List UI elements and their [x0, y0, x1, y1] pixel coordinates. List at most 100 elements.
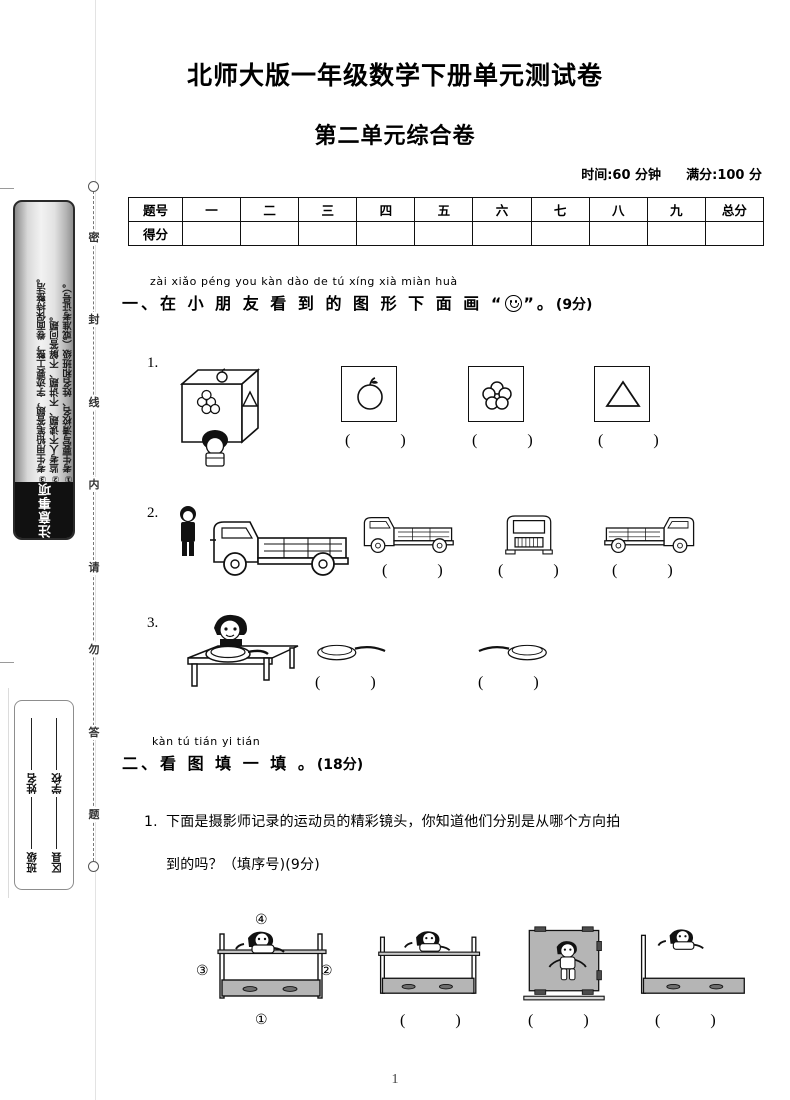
score-cell[interactable] [414, 221, 474, 246]
option-high-jump-other-side-view[interactable] [636, 928, 748, 1008]
option-triangle-in-square[interactable] [594, 366, 650, 422]
seal-char: 勿 [88, 642, 100, 658]
marker-4: ④ [255, 913, 268, 928]
info-blank-school[interactable] [56, 718, 57, 770]
section-2-points: (18分) [316, 757, 364, 773]
score-table: 题号 一 二 三 四 五 六 七 八 九 总分 得分 [128, 197, 765, 246]
high-jump-scene-illustration [217, 931, 327, 999]
exam-notes-list: ①考生要写清校名、姓名和班级（或准考证号）。 ②监考人不读题、不讲题、不解答问题… [15, 206, 75, 488]
question-3-number: 3. [147, 615, 159, 631]
table-row-scores: 得分 [128, 221, 765, 246]
answer-blank-2-1[interactable]: ( ) [382, 562, 457, 579]
score-table-col-1: 一 [181, 197, 242, 222]
student-info-rows: 区县 学校 班级 姓名 [19, 705, 69, 885]
section-2-number: 二、 [122, 754, 161, 773]
page-edge-corner [8, 688, 9, 898]
option-truck-side-view-right[interactable] [588, 506, 700, 558]
option-high-jump-side-view[interactable] [375, 928, 487, 1008]
student-info-row-school[interactable]: 区县 学校 [49, 717, 64, 873]
section-1-text-tail: ”。 [523, 294, 556, 313]
table-row-header: 题号 一 二 三 四 五 六 七 八 九 总分 [128, 197, 765, 222]
score-cell[interactable] [181, 221, 242, 246]
score-cell[interactable] [240, 221, 300, 246]
score-table-col-9: 九 [646, 197, 706, 222]
seal-dashed-line [93, 186, 94, 866]
info-blank-class[interactable] [31, 797, 32, 849]
answer-blank-s2-2[interactable]: ( ) [528, 1012, 603, 1029]
question-2-number: 2. [147, 505, 159, 521]
section-2-pinyin: kàn tú tián yi tián [152, 735, 261, 748]
score-table-row-label: 得分 [128, 221, 183, 246]
section-2-heading: kàn tú tián yi tián 二、看 图 填 一 填 。(18分) [122, 735, 363, 774]
info-label-class: 班级 [26, 852, 38, 873]
score-table-col-3: 三 [298, 197, 358, 222]
exam-note-item: ①考生要写清校名、姓名和班级（或准考证号）。 [63, 278, 75, 484]
section-1-number: 一、 [122, 294, 161, 313]
score-cell[interactable] [530, 221, 590, 246]
exam-note-item: ②监考人不读题、不讲题、不解答问题。 [50, 311, 62, 485]
score-table-col-2: 二 [240, 197, 300, 222]
answer-blank-3-1[interactable]: ( ) [315, 674, 390, 691]
answer-blank-s2-1[interactable]: ( ) [400, 1012, 475, 1029]
score-table-col-8: 八 [588, 197, 648, 222]
info-label-name: 姓名 [26, 773, 38, 794]
info-blank-district[interactable] [56, 797, 57, 849]
exam-total-score-label: 满分:100 分 [686, 168, 762, 183]
exam-notes-box: ①考生要写清校名、姓名和班级（或准考证号）。 ②监考人不读题、不讲题、不解答问题… [13, 200, 75, 540]
score-cell[interactable] [356, 221, 416, 246]
page-edge-tick-top [0, 188, 14, 189]
option-high-jump-front-view[interactable] [518, 925, 610, 1009]
section-1-text: 在 小 朋 友 看 到 的 图 形 下 面 画 “ [160, 294, 505, 313]
option-truck-front-view[interactable] [498, 508, 560, 558]
score-table-col-4: 四 [356, 197, 416, 222]
exam-meta: 时间:60 分钟 满分:100 分 [581, 164, 762, 183]
answer-blank-1-2[interactable]: ( ) [472, 432, 547, 449]
answer-blank-2-3[interactable]: ( ) [612, 562, 687, 579]
student-info-row-name[interactable]: 班级 姓名 [24, 717, 39, 873]
score-cell[interactable] [472, 221, 532, 246]
seal-label: 密 封 线 内 请 勿 答 题 [82, 196, 106, 856]
cube-scene-illustration [179, 368, 261, 467]
option-pan-handle-right[interactable] [313, 636, 389, 666]
answer-blank-3-2[interactable]: ( ) [478, 674, 553, 691]
section-2-title: 二、看 图 填 一 填 。(18分) [122, 750, 363, 774]
seal-dot-top [88, 181, 99, 192]
info-label-district: 区县 [51, 852, 63, 873]
seal-char: 请 [88, 559, 100, 575]
exam-note-item: ③考生用铅笔答题，字迹要工整，卷面保持整洁。 [37, 273, 49, 485]
score-cell[interactable] [298, 221, 358, 246]
score-table-col-7: 七 [530, 197, 590, 222]
seal-char: 线 [88, 394, 100, 410]
info-blank-name[interactable] [31, 718, 32, 770]
flower-icon [482, 381, 512, 410]
marker-2: ② [320, 964, 333, 979]
page-title: 北师大版一年级数学下册单元测试卷 [186, 61, 603, 90]
section-1-heading: zài xiǎo péng you kàn dào de tú xíng xià… [122, 275, 592, 314]
section-2-question-1-line1: 下面是摄影师记录的运动员的精彩镜头，你知道他们分别是从哪个方向拍 [166, 814, 621, 830]
option-truck-side-view-left[interactable] [358, 506, 470, 558]
exam-notes-header: 注意事项 [15, 482, 73, 538]
seal-char: 题 [88, 807, 100, 823]
score-cell[interactable] [704, 221, 765, 246]
pan-table-scene-illustration [187, 614, 299, 687]
page-subtitle: 第二单元综合卷 [314, 124, 476, 149]
section-1-points: (9分) [555, 297, 593, 313]
seal-dot-bottom [88, 861, 99, 872]
option-pan-handle-left[interactable] [475, 636, 551, 666]
page-number: 1 [391, 1072, 399, 1087]
section-2-question-1-number: 1. [144, 805, 158, 841]
answer-blank-1-1[interactable]: ( ) [345, 432, 420, 449]
section-2-question-1-line2: 到的吗？（填序号)(9分) [166, 857, 320, 873]
score-cell[interactable] [588, 221, 648, 246]
seal-char: 内 [88, 477, 100, 493]
answer-blank-1-3[interactable]: ( ) [598, 432, 673, 449]
section-2-text: 看 图 填 一 填 。 [160, 754, 317, 773]
marker-3: ③ [196, 964, 209, 979]
answer-blank-2-2[interactable]: ( ) [498, 562, 573, 579]
score-cell[interactable] [646, 221, 706, 246]
answer-blank-s2-3[interactable]: ( ) [655, 1012, 730, 1029]
apple-icon [357, 377, 383, 410]
q-num: 1. [144, 814, 158, 830]
section-1-pinyin: zài xiǎo péng you kàn dào de tú xíng xià… [150, 275, 458, 288]
